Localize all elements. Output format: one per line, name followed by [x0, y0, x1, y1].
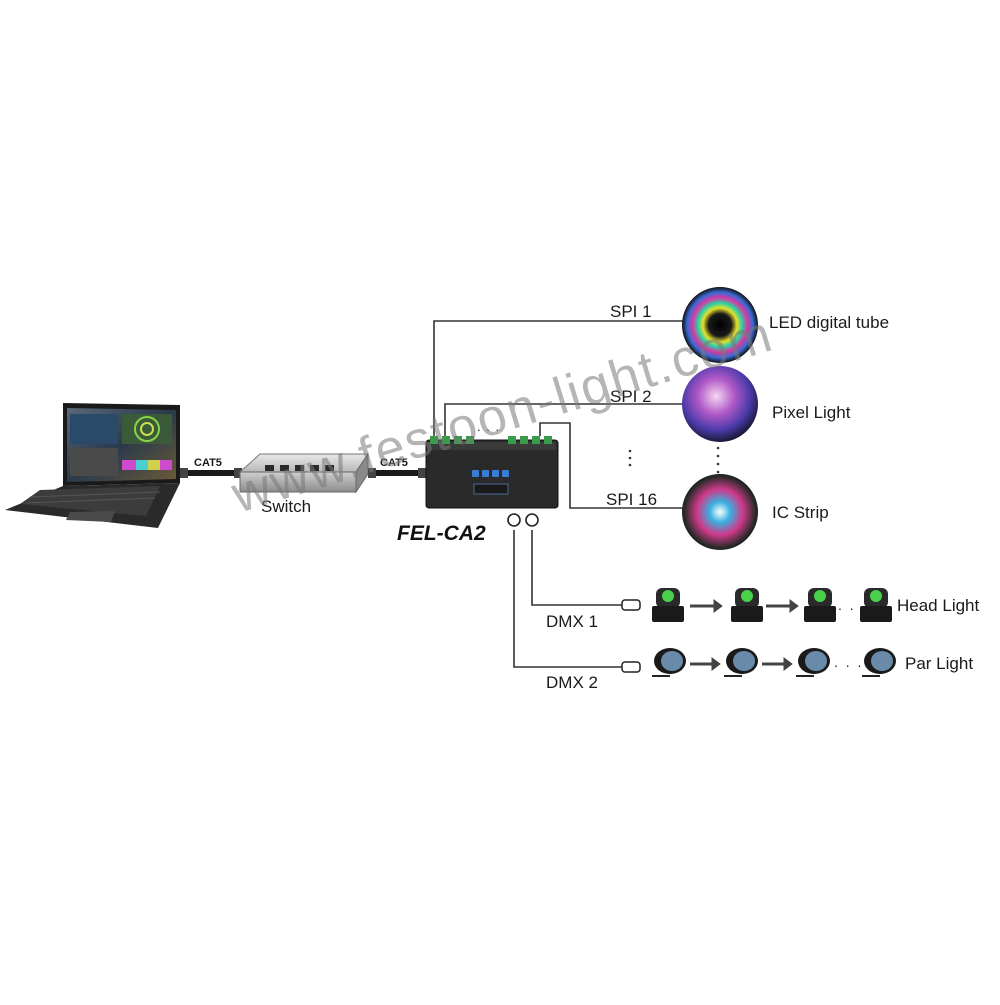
led-digital-tube-icon — [682, 287, 758, 363]
cat5-cable-2 — [368, 468, 426, 478]
dmx-1-line — [531, 530, 622, 606]
dmx-2-label: DMX 2 — [546, 673, 598, 692]
par-light-icon — [652, 648, 686, 677]
head-light-ellipsis: . . . — [838, 597, 868, 613]
head-light-icon — [804, 588, 836, 622]
spi-ports — [430, 436, 552, 444]
head-light-icons — [652, 588, 892, 622]
pixel-light-label: Pixel Light — [772, 403, 851, 422]
head-light-icon — [731, 588, 763, 622]
par-light-icon — [796, 648, 830, 677]
spi-1-label: SPI 1 — [610, 302, 652, 321]
pixel-light-icon — [682, 366, 758, 442]
laptop-icon — [5, 403, 180, 528]
cat5-label-1: CAT5 — [194, 457, 222, 469]
par-light-ellipsis: . . . — [834, 654, 864, 670]
dmx-lines — [513, 530, 622, 668]
switch-label: Switch — [261, 497, 312, 516]
ic-strip-label: IC Strip — [772, 503, 829, 522]
spi-ports-ellipsis: . . . — [477, 419, 501, 434]
cat5-label-2: CAT5 — [380, 457, 408, 469]
head-light-arrows — [690, 599, 799, 613]
cat5-cable-1 — [180, 468, 242, 478]
controller-device — [425, 436, 559, 509]
led-digital-tube-label: LED digital tube — [769, 313, 890, 332]
dmx-connectors — [507, 513, 641, 673]
par-light-icon — [862, 648, 896, 677]
head-light-icon — [860, 588, 892, 622]
control-buttons — [472, 470, 509, 477]
spi-lines — [433, 320, 687, 509]
spi-1-line — [433, 320, 687, 436]
spi-2-label: SPI 2 — [610, 387, 652, 406]
par-light-icons — [652, 648, 896, 677]
controller-model-label: FEL-CA2 — [397, 522, 486, 545]
spi-vertical-dots — [628, 446, 720, 474]
dmx-2-line — [513, 530, 622, 668]
switch-icon — [238, 452, 369, 494]
spi-2-line — [444, 403, 684, 436]
par-light-arrows — [690, 657, 793, 671]
dmx-1-label: DMX 1 — [546, 612, 598, 631]
head-light-icon — [652, 588, 684, 622]
head-light-label: Head Light — [897, 596, 980, 615]
spi-16-line — [539, 422, 684, 509]
par-light-icon — [724, 648, 758, 677]
par-light-label: Par Light — [905, 654, 974, 673]
ic-strip-icon — [682, 474, 758, 550]
spi-16-label: SPI 16 — [606, 490, 658, 509]
